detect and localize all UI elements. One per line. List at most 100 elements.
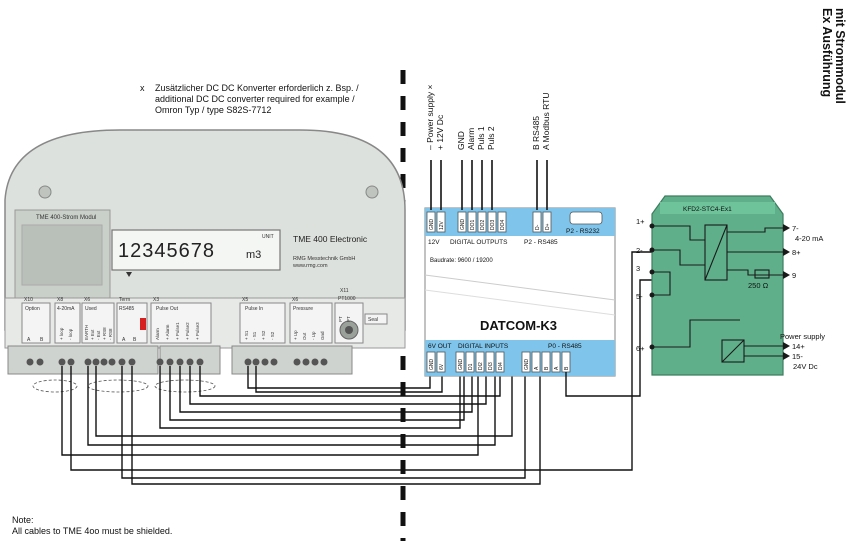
kfd2-left-pin-2: 2-: [636, 246, 643, 255]
datcom-bottom-pin-5: DI2: [478, 362, 484, 370]
group-id-x10: X10: [24, 297, 33, 303]
used-pin-1: EARTH: [84, 325, 89, 340]
datcom-bottom-pin-12: B: [564, 366, 570, 370]
group-id-term: Term: [119, 297, 130, 303]
datcom-top-pin-8: D-: [535, 224, 541, 230]
pulse-in-pin-4: - S2: [270, 331, 275, 340]
datcom-bottom-pin-3: GND: [458, 359, 464, 371]
pulse-out-pin-1: Alarm: [155, 328, 160, 340]
display-digits: 12345678: [118, 240, 215, 262]
used-pin-3: - Ext: [96, 330, 101, 340]
pressure-pin-1: + Up: [293, 330, 298, 340]
module-label: TME 400-Strom Modul: [36, 215, 96, 221]
used-pin-4: + RS8: [102, 327, 107, 340]
device-maker: RMG Messtechnik GmbH: [293, 256, 355, 262]
kfd2-supply-voltage: 24V Dc: [793, 362, 818, 371]
signal-rs485-b: B RS485: [531, 116, 541, 150]
pulse-out-pin-3: + Pulse1: [175, 322, 180, 340]
datcom-bus-wires: [565, 279, 652, 397]
device-name: TME 400 Electronic: [293, 234, 368, 244]
title-line-1: Ex Ausführung: [820, 8, 834, 97]
option-pin-b: B: [40, 337, 44, 343]
pt-pin-2: PT: [346, 316, 351, 322]
pressure-pin-2: Out: [302, 332, 307, 340]
group-id-x3: X3: [153, 297, 159, 303]
rs485-pin-b: B: [133, 337, 137, 343]
datcom-bottom-pin-10: B: [544, 366, 550, 370]
used-pin-2: + Ext: [90, 329, 95, 340]
signal-alarm: Alarm: [466, 128, 476, 150]
kfd2-name: KFD2-STC4-Ex1: [683, 206, 732, 213]
datcom-group-12v: 12V: [428, 239, 440, 246]
tme400-pin-labels: + loop - loop EARTH + Ext - Ext + RS8 - …: [59, 316, 351, 340]
ma-pin-2: - loop: [68, 328, 73, 340]
signal-power-supply-minus: – Power supply ×: [425, 85, 435, 150]
page-title: Ex Ausführung mit Strommodul: [820, 8, 846, 104]
datcom-device: [424, 207, 616, 377]
group-option: Option: [25, 306, 40, 312]
datcom-group-p2-rs232: P2 - RS232: [566, 228, 600, 235]
datcom-top-leads: [430, 160, 548, 210]
footnote-line-3: Omron Typ / type S82S-7712: [155, 105, 272, 115]
footnote-line-1: Zusätzlicher DC DC Konverter erforderlic…: [155, 83, 359, 93]
lcd-display: [111, 229, 281, 271]
group-id-x8: X8: [57, 297, 63, 303]
datcom-group-6v-out: 6V OUT: [428, 343, 452, 350]
group-id-x6b: X6: [292, 297, 298, 303]
kfd2-resistor-label: 250 Ω: [748, 281, 769, 290]
group-id-x6a: X6: [84, 297, 90, 303]
kfd2-barrier: [649, 195, 790, 376]
datcom-labels: 12V DIGITAL OUTPUTS P2 - RS485 P2 - RS23…: [428, 228, 600, 350]
option-pin-a: A: [27, 337, 31, 343]
group-4-20ma: 4-20mA: [57, 306, 75, 312]
datcom-group-digital-inputs: DIGITAL INPUTS: [458, 343, 509, 350]
seal-label: Seal: [368, 317, 378, 323]
datcom-bottom-pin-8: GND: [524, 359, 530, 371]
datcom-baudrate: Baudrate: 9600 / 19200: [430, 258, 493, 264]
footnote-line-2: additional DC DC converter required for …: [155, 94, 355, 104]
pressure-pin-3: - Up: [311, 331, 316, 340]
datcom-top-pin-3: GND: [460, 219, 466, 231]
tme400-terminals: [26, 358, 328, 366]
datcom-top-pin-4: DO1: [470, 220, 476, 231]
tme400-device: [4, 129, 406, 375]
datcom-bottom-pin-6: DI3: [488, 362, 494, 370]
datcom-top-pin-9: D+: [545, 223, 551, 230]
datcom-name: DATCOM-K3: [480, 318, 557, 333]
group-rs485: RS485: [119, 306, 135, 312]
pt-pin-1: PT: [338, 316, 343, 322]
kfd2-left-pin-3: 3: [636, 264, 640, 273]
footnote-marker: x: [140, 83, 145, 93]
datcom-group-p0-rs485: P0 - RS485: [548, 343, 582, 350]
datcom-bottom-pin-9: A: [534, 366, 540, 370]
note-heading: Note:: [12, 515, 34, 525]
group-pressure: Pressure: [293, 306, 313, 312]
kfd2-output-label: 4-20 mA: [795, 234, 823, 243]
datcom-top-signal-labels: – Power supply × + 12V Dc GND Alarm Puls…: [425, 85, 551, 150]
signal-gnd: GND: [456, 131, 466, 150]
kfd2-right-pin-2: 8+: [792, 248, 801, 257]
kfd2-right-pin-3: 9: [792, 271, 796, 280]
device-url: www.rmg.com: [292, 263, 328, 269]
datcom-top-pin-5: DO2: [480, 220, 486, 231]
display-unit: m3: [246, 249, 261, 261]
datcom-group-digital-outputs: DIGITAL OUTPUTS: [450, 239, 508, 246]
datcom-group-p2-rs485: P2 - RS485: [524, 239, 558, 246]
kfd2-left-pin-1: 1+: [636, 217, 645, 226]
kfd2-left-pin-5: 6+: [636, 344, 645, 353]
kfd2-right-pin-5: 15-: [792, 352, 803, 361]
datcom-pin-labels: GND 12V GND DO1 DO2 DO3 DO4 D- D+ GND 6V…: [429, 219, 570, 371]
display-unit-label: UNIT: [262, 234, 274, 240]
group-used: Used: [85, 306, 97, 312]
group-id-x5: X5: [242, 297, 248, 303]
pulse-in-pin-2: - S1: [252, 331, 257, 340]
datcom-bottom-pin-7: DI4: [498, 362, 504, 370]
datcom-top-pin-2: 12V: [439, 220, 445, 230]
shield-markers: [32, 379, 216, 393]
pulse-in-pin-1: + S1: [244, 330, 249, 340]
group-id-x11: X11: [340, 288, 349, 294]
signal-puls-1: Puls 1: [476, 126, 486, 150]
pulse-out-pin-4: + Pulse2: [185, 322, 190, 340]
group-pulse-in: Pulse In: [245, 306, 263, 312]
